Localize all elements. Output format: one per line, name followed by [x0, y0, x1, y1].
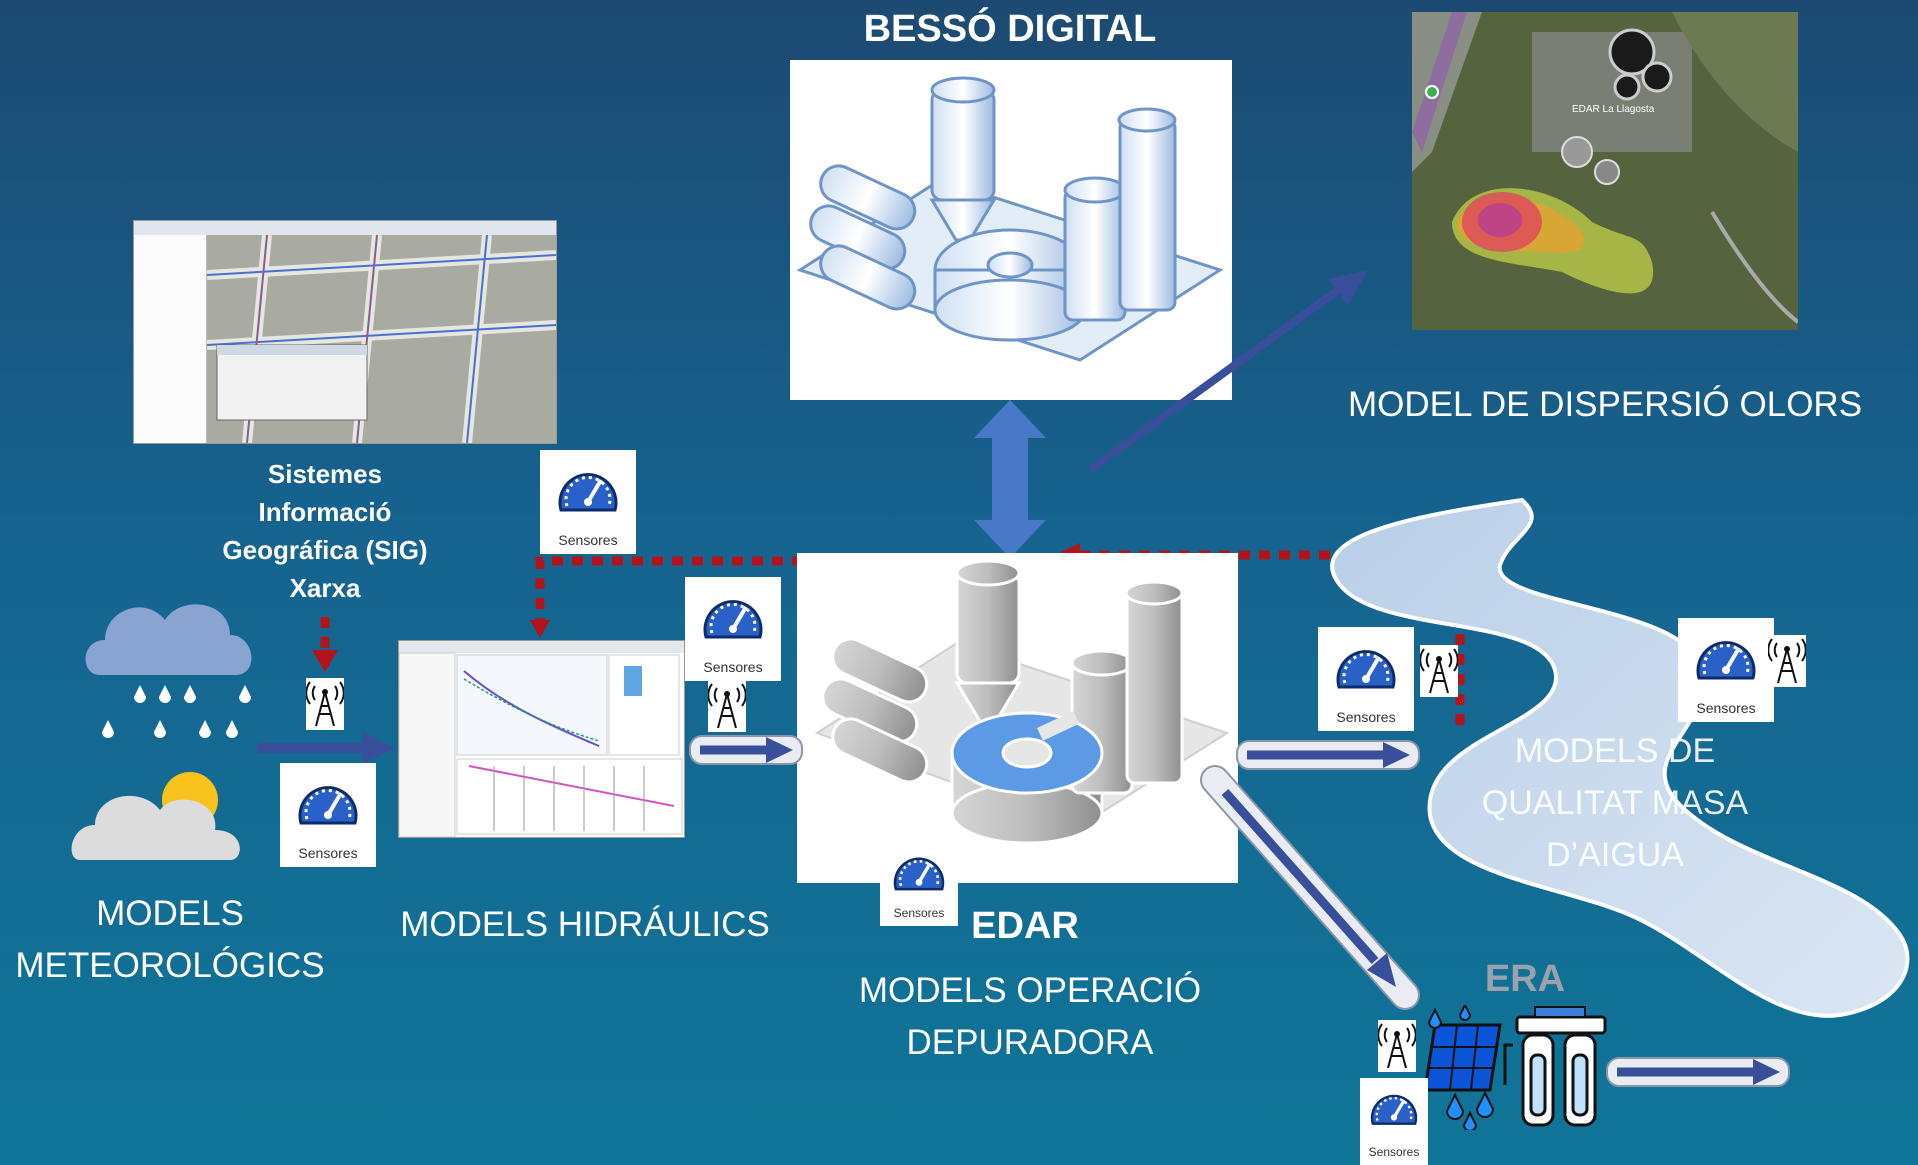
gauge-icon — [558, 473, 618, 512]
odor-dispersion-map: EDAR La Llagosta — [1412, 12, 1798, 330]
meteo-model-label: MODELS METEOROLÓGICS — [10, 888, 330, 992]
sig-label-line-3: Geográfica (SIG) — [222, 535, 428, 565]
antenna-icon — [1377, 1023, 1417, 1069]
sensor-badge-era: Sensores — [1360, 1078, 1428, 1165]
operation-label-line-2: DEPURADORA — [906, 1023, 1154, 1062]
antenna-icon — [305, 681, 345, 727]
map-plant-label: EDAR La Llagosta — [1572, 104, 1655, 115]
sensor-badge-edar: Sensores — [880, 840, 958, 926]
sig-screenshot — [133, 220, 557, 444]
gauge-icon — [703, 600, 763, 639]
cloud-rain-icon — [85, 604, 252, 738]
hydraulic-model-label: MODELS HIDRÁULICS — [400, 905, 770, 944]
sensor-caption: Sensores — [298, 845, 358, 861]
sig-label-line-1: Sistemes — [267, 459, 383, 489]
sensor-caption: Sensores — [893, 906, 945, 920]
antenna-river-1 — [1419, 645, 1459, 697]
operation-model-label: MODELS OPERACIÓ DEPURADORA — [820, 965, 1240, 1069]
meteo-to-hydraulic-arrow — [257, 732, 395, 764]
dispersion-arrow — [1087, 270, 1368, 474]
edar-label: EDAR — [971, 905, 1079, 947]
antenna-meteo — [305, 678, 345, 730]
operation-label-line-1: MODELS OPERACIÓ — [858, 971, 1202, 1010]
meteo-label-line-2: METEOROLÓGICS — [15, 946, 325, 985]
edar-to-era-pipe — [1200, 765, 1420, 1010]
sensor-badge-river-2: Sensores — [1678, 618, 1774, 722]
edar-plant-image — [797, 553, 1238, 883]
gauge-icon — [1696, 641, 1756, 680]
dispersion-model-label: MODEL DE DISPERSIÓ OLORS — [1347, 385, 1863, 424]
antenna-icon — [707, 683, 747, 729]
plant-illustration-grey — [814, 559, 1230, 845]
water-quality-label: MODELS DE QUALITAT MASA D’AIGUA — [1420, 725, 1810, 881]
sensor-caption: Sensores — [1368, 1145, 1420, 1159]
antenna-icon — [1767, 638, 1807, 684]
water-treatment-icon — [1425, 1005, 1607, 1130]
sensor-badge-river-1: Sensores — [1318, 627, 1414, 731]
sync-arrow — [974, 400, 1046, 558]
page-title: BESSÓ DIGITAL — [863, 8, 1157, 50]
sig-label-line-4: Xarxa — [289, 573, 361, 603]
gauge-icon — [298, 786, 358, 825]
plant-illustration-blue — [796, 76, 1224, 362]
sensor-caption: Sensores — [558, 532, 618, 548]
sensor-caption: Sensores — [1696, 700, 1756, 716]
solar-panel-icon — [1425, 1023, 1502, 1092]
cloud-sun-icon — [71, 772, 240, 860]
water-quality-line-3: D’AIGUA — [1546, 836, 1684, 874]
gauge-icon — [1370, 1094, 1418, 1125]
water-quality-line-1: MODELS DE — [1514, 732, 1716, 770]
hydraulic-screenshot — [398, 640, 685, 838]
antenna-era — [1377, 1020, 1417, 1072]
sig-label: Sistemes Informació Geográfica (SIG) Xar… — [190, 455, 460, 607]
gauge-icon — [893, 857, 945, 891]
digital-twin-image — [790, 60, 1232, 400]
era-output-pipe — [1606, 1057, 1790, 1087]
sig-label-line-2: Informació — [258, 497, 392, 527]
meteo-label-line-1: MODELS — [96, 894, 244, 933]
gauge-icon — [1336, 650, 1396, 689]
sensor-badge-hydraulic: Sensores — [685, 577, 781, 681]
hydraulic-to-edar-pipe — [689, 735, 803, 765]
water-filter-icon — [1503, 1015, 1607, 1127]
water-quality-line-2: QUALITAT MASA — [1481, 784, 1749, 822]
antenna-river-2 — [1767, 635, 1807, 687]
antenna-hydraulic — [707, 680, 747, 732]
sensor-caption: Sensores — [703, 659, 763, 675]
sensor-badge-meteo: Sensores — [280, 763, 376, 867]
edar-to-river-pipe — [1236, 740, 1420, 770]
sensor-badge-sig: Sensores — [540, 450, 636, 554]
antenna-icon — [1419, 648, 1459, 694]
era-label: ERA — [1484, 958, 1566, 1000]
sensor-caption: Sensores — [1336, 709, 1396, 725]
